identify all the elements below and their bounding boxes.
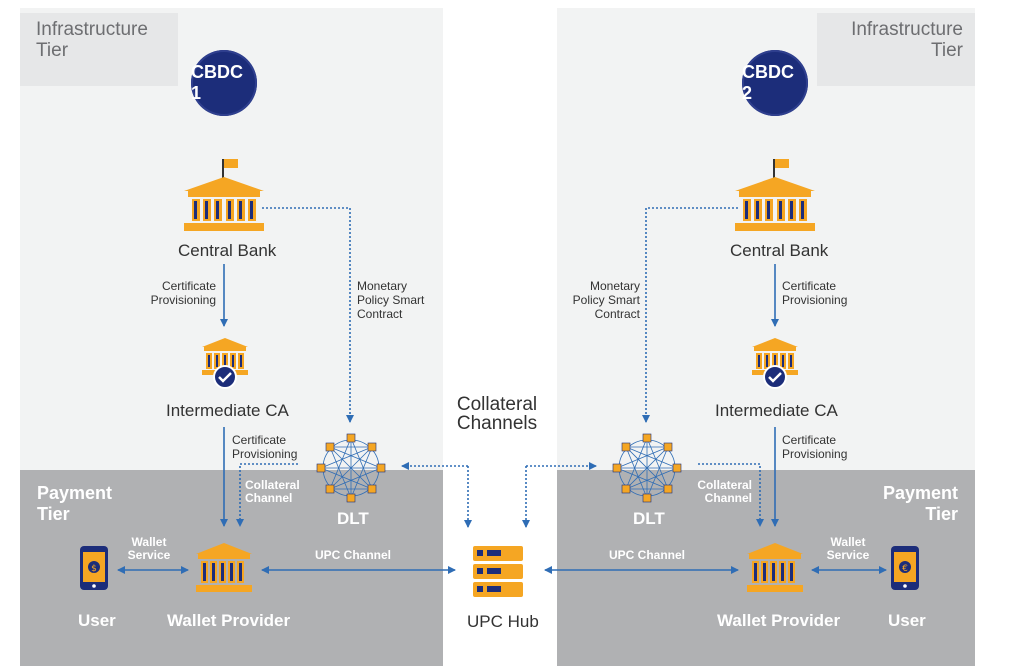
wallet-provider-label: Wallet Provider [167,611,291,630]
mobile-wallet-icon: $ [80,546,108,590]
intermediate-ca-label: Intermediate CA [166,401,289,420]
right-infrastructure-tier-label: Infrastructure Tier [817,13,975,86]
certificate-provisioning-label: Certificate Provisioning [782,279,848,307]
svg-text:$: $ [91,564,97,574]
bank-building-icon [747,543,803,592]
wallet-service-label: Wallet Service [127,535,171,562]
bank-building-icon [735,159,815,231]
certified-bank-icon [202,338,248,389]
central-bank-label: Central Bank [178,241,277,260]
wallet-service-label: Wallet Service [826,535,870,562]
upc-hub-label: UPC Hub [467,612,539,631]
monetary-policy-label: Monetary Policy Smart Contract [357,279,425,321]
user-label: User [888,611,926,630]
left-payment-tier-label: Payment Tier [37,483,113,524]
certificate-provisioning-label: Certificate Provisioning [232,433,298,461]
upc-channel-label: UPC Channel [609,548,686,562]
certificate-provisioning-label: Certificate Provisioning [782,433,848,461]
user-label: User [78,611,116,630]
dlt-label: DLT [337,509,369,528]
mobile-wallet-icon: € [891,546,919,590]
collateral-channel-label: Collateral Channel [697,478,752,505]
monetary-policy-label: Monetary Policy Smart Contract [572,279,640,321]
bank-building-icon [184,159,264,231]
network-mesh-icon [612,433,682,503]
intermediate-ca-label: Intermediate CA [715,401,838,420]
cbdc-2-badge: CBDC 2 [742,50,808,116]
right-payment-tier-label: Payment Tier [882,483,958,524]
upc-channel-label: UPC Channel [315,548,392,562]
cbdc-1-badge: CBDC 1 [191,50,257,116]
collateral-channel-label: Collateral Channel [245,478,300,505]
central-bank-label: Central Bank [730,241,829,260]
left-infrastructure-tier-label: Infrastructure Tier [20,13,178,86]
dlt-label: DLT [633,509,665,528]
svg-text:€: € [902,564,908,574]
collateral-channels-label: Collateral Channels [456,394,538,434]
bank-building-icon [196,543,252,592]
network-mesh-icon [316,433,386,503]
wallet-provider-label: Wallet Provider [717,611,841,630]
certificate-provisioning-label: Certificate Provisioning [150,279,216,307]
server-stack-icon [473,546,523,597]
certified-bank-icon [752,338,798,389]
